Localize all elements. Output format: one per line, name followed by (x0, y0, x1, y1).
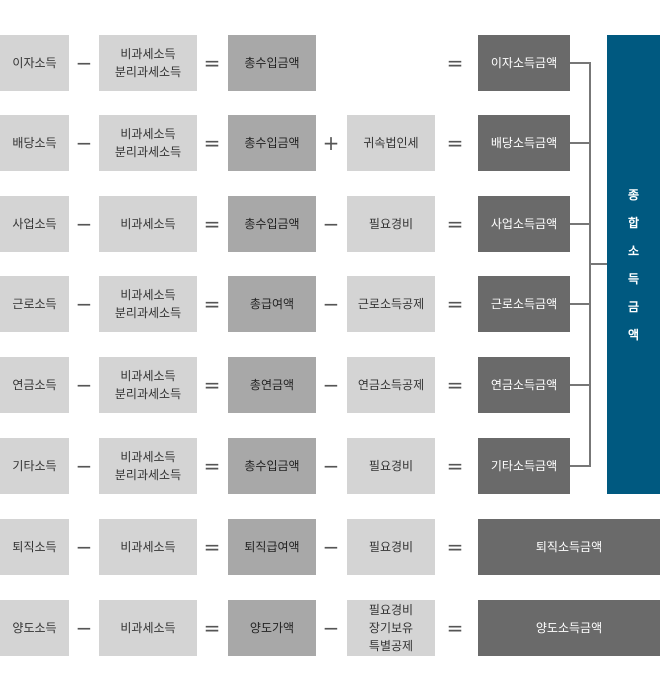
excluded-income-box: 비과세소득 분리과세소득 (99, 357, 197, 413)
deduction-box: 필요경비 장기보유 특별공제 (347, 600, 435, 656)
income-type-box: 기타소득 (0, 438, 69, 494)
equals-operator: = (446, 51, 464, 75)
minus-operator: − (322, 292, 340, 316)
income-amount-box: 퇴직소득금액 (478, 519, 660, 575)
equals-operator: = (446, 131, 464, 155)
excluded-income-box: 비과세소득 분리과세소득 (99, 276, 197, 332)
deduction-box: 귀속법인세 (347, 115, 435, 171)
income-type-box: 연금소득 (0, 357, 69, 413)
plus-operator: + (322, 131, 340, 155)
minus-operator: − (75, 51, 93, 75)
equals-operator: = (446, 535, 464, 559)
income-amount-box: 기타소득금액 (478, 438, 570, 494)
equals-operator: = (203, 454, 221, 478)
deduction-box: 근로소득공제 (347, 276, 435, 332)
connector-to-total-line (589, 263, 607, 265)
minus-operator: − (322, 535, 340, 559)
gross-amount-box: 총수입금액 (228, 35, 316, 91)
minus-operator: − (75, 373, 93, 397)
minus-operator: − (322, 616, 340, 640)
connector-line (570, 223, 589, 225)
connector-line (570, 142, 589, 144)
total-income-char: 액 (627, 327, 640, 342)
connector-line (570, 303, 589, 305)
connector-line (570, 465, 589, 467)
gross-amount-box: 총수입금액 (228, 115, 316, 171)
equals-operator: = (203, 212, 221, 236)
income-amount-box: 근로소득금액 (478, 276, 570, 332)
gross-amount-box: 총수입금액 (228, 196, 316, 252)
minus-operator: − (75, 131, 93, 155)
gross-amount-box: 양도가액 (228, 600, 316, 656)
minus-operator: − (75, 454, 93, 478)
excluded-income-box: 비과세소득 분리과세소득 (99, 35, 197, 91)
connector-line (570, 62, 589, 64)
equals-operator: = (446, 373, 464, 397)
excluded-income-box: 비과세소득 (99, 519, 197, 575)
total-income-char: 합 (627, 215, 640, 230)
equals-operator: = (203, 373, 221, 397)
minus-operator: − (75, 292, 93, 316)
total-income-char: 금 (627, 299, 640, 314)
equals-operator: = (446, 212, 464, 236)
deduction-box: 필요경비 (347, 519, 435, 575)
connector-line (570, 384, 589, 386)
income-type-box: 근로소득 (0, 276, 69, 332)
excluded-income-box: 비과세소득 (99, 196, 197, 252)
gross-amount-box: 총급여액 (228, 276, 316, 332)
minus-operator: − (322, 454, 340, 478)
income-type-box: 사업소득 (0, 196, 69, 252)
minus-operator: − (75, 535, 93, 559)
income-amount-box: 사업소득금액 (478, 196, 570, 252)
income-type-box: 이자소득 (0, 35, 69, 91)
income-amount-box: 이자소득금액 (478, 35, 570, 91)
minus-operator: − (322, 373, 340, 397)
income-type-box: 양도소득 (0, 600, 69, 656)
equals-operator: = (203, 292, 221, 316)
equals-operator: = (446, 454, 464, 478)
minus-operator: − (75, 616, 93, 640)
equals-operator: = (203, 616, 221, 640)
equals-operator: = (203, 131, 221, 155)
excluded-income-box: 비과세소득 분리과세소득 (99, 438, 197, 494)
gross-amount-box: 총연금액 (228, 357, 316, 413)
deduction-box: 연금소득공제 (347, 357, 435, 413)
minus-operator: − (322, 212, 340, 236)
deduction-box: 필요경비 (347, 196, 435, 252)
gross-amount-box: 퇴직급여액 (228, 519, 316, 575)
income-type-box: 퇴직소득 (0, 519, 69, 575)
equals-operator: = (446, 292, 464, 316)
income-amount-box: 양도소득금액 (478, 600, 660, 656)
total-income-char: 득 (627, 271, 640, 286)
gross-amount-box: 총수입금액 (228, 438, 316, 494)
deduction-box: 필요경비 (347, 438, 435, 494)
income-amount-box: 배당소득금액 (478, 115, 570, 171)
total-income-char: 종 (627, 187, 640, 202)
equals-operator: = (446, 616, 464, 640)
equals-operator: = (203, 51, 221, 75)
minus-operator: − (75, 212, 93, 236)
excluded-income-box: 비과세소득 분리과세소득 (99, 115, 197, 171)
equals-operator: = (203, 535, 221, 559)
total-income-box: 종 합 소 득 금 액 (607, 35, 660, 494)
excluded-income-box: 비과세소득 (99, 600, 197, 656)
income-amount-box: 연금소득금액 (478, 357, 570, 413)
total-income-char: 소 (627, 243, 640, 258)
income-type-box: 배당소득 (0, 115, 69, 171)
